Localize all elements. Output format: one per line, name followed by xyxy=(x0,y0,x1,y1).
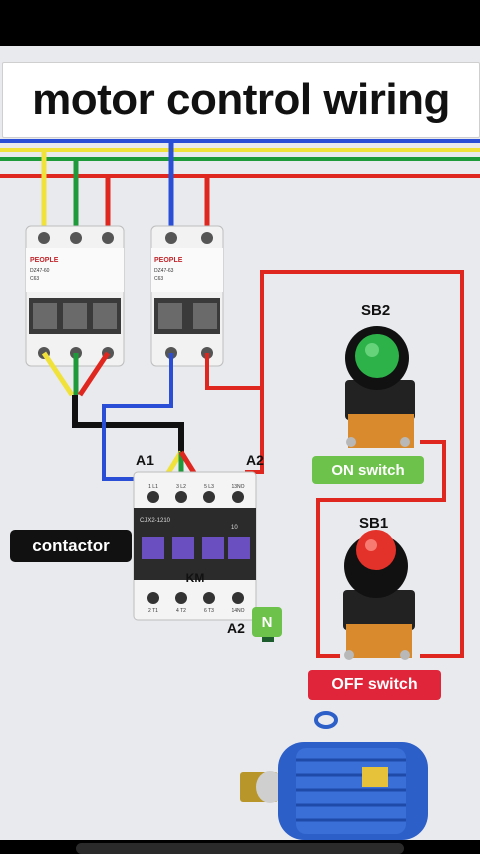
contactor-label: contactor xyxy=(10,530,132,562)
off-switch-label: OFF switch xyxy=(308,670,441,700)
sb1-pushbutton xyxy=(343,530,415,660)
breaker2-brand: PEOPLE xyxy=(154,257,183,264)
breaker1-model: DZ47-60 xyxy=(30,268,50,274)
a2-top-label: A2 xyxy=(246,452,264,468)
breaker-3pole: PEOPLE DZ47-60 C63 xyxy=(25,225,125,367)
contactor-aux: 10 xyxy=(231,525,238,531)
breaker1-rating: C63 xyxy=(30,276,39,282)
home-indicator[interactable] xyxy=(76,843,404,854)
terminal-bottom-3: 6 T3 xyxy=(204,608,214,614)
sb2-pushbutton xyxy=(345,326,415,448)
breaker1-brand: PEOPLE xyxy=(30,257,59,264)
neutral-badge: N xyxy=(252,607,282,637)
control-wiring xyxy=(102,270,464,658)
on-switch-label: ON switch xyxy=(312,456,424,484)
motor-icon xyxy=(240,711,428,840)
a1-label: A1 xyxy=(136,452,154,468)
contactor-body: CJX2-1210 10 KM 1 L1 3 L2 5 L3 13NO 2 T1… xyxy=(133,471,257,621)
supply-drops xyxy=(41,141,210,238)
sb2-label: SB2 xyxy=(361,302,391,319)
sb1-label: SB1 xyxy=(359,515,389,532)
terminal-bottom-2: 4 T2 xyxy=(176,608,186,614)
terminal-top-3: 5 L3 xyxy=(204,484,214,490)
breaker2-model: DZ47-63 xyxy=(154,268,174,274)
title-box: motor control wiring xyxy=(2,62,480,138)
terminal-bottom-4: 14NO xyxy=(231,608,244,614)
terminal-top-2: 3 L2 xyxy=(176,484,186,490)
on-switch-text: ON switch xyxy=(331,461,405,479)
diagram-title: motor control wiring xyxy=(32,75,450,124)
terminal-top-1: 1 L1 xyxy=(148,484,158,490)
breaker2-rating: C63 xyxy=(154,276,163,282)
terminal-bottom-1: 2 T1 xyxy=(148,608,158,614)
a2-bottom-label: A2 xyxy=(227,620,245,636)
neutral-badge-text: N xyxy=(261,613,273,631)
off-switch-text: OFF switch xyxy=(331,676,418,693)
supply-bus xyxy=(0,139,480,178)
contactor-model: CJX2-1210 xyxy=(140,518,171,524)
contactor-name: KM xyxy=(186,571,205,585)
contactor-label-text: contactor xyxy=(32,536,110,555)
terminal-top-4: 13NO xyxy=(231,484,244,490)
breaker-2pole: PEOPLE DZ47-63 C63 xyxy=(150,225,224,367)
